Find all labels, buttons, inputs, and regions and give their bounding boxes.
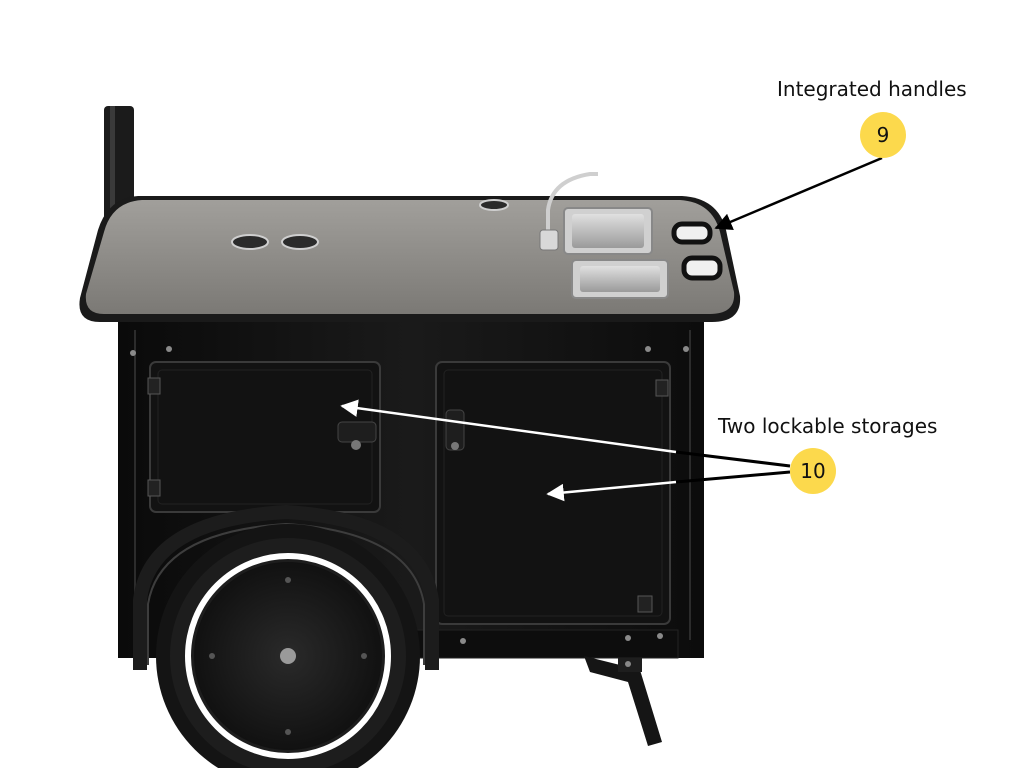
body-screws [130,346,689,644]
left-door-lock [337,421,377,450]
countertop-holes [231,199,509,250]
right-door-lock [445,409,465,451]
upper-basin [563,207,653,255]
handles-number-badge: 9 [860,112,906,158]
handles-label: Integrated handles [777,77,967,101]
storages-label: Two lockable storages [718,414,938,438]
countertop [79,172,741,322]
kickstand [584,656,662,746]
right-door-hinges [637,379,669,613]
lower-basin [571,259,669,299]
cart-wheel [156,524,420,768]
faucet [539,172,598,251]
left-storage-door [147,361,381,513]
storages-number-badge: 10 [790,448,836,494]
left-door-hinges [147,377,161,497]
wheel-fender [133,504,439,670]
integrated-handles [671,221,723,281]
storage-arrows [340,399,791,502]
handles-arrow [714,156,883,230]
